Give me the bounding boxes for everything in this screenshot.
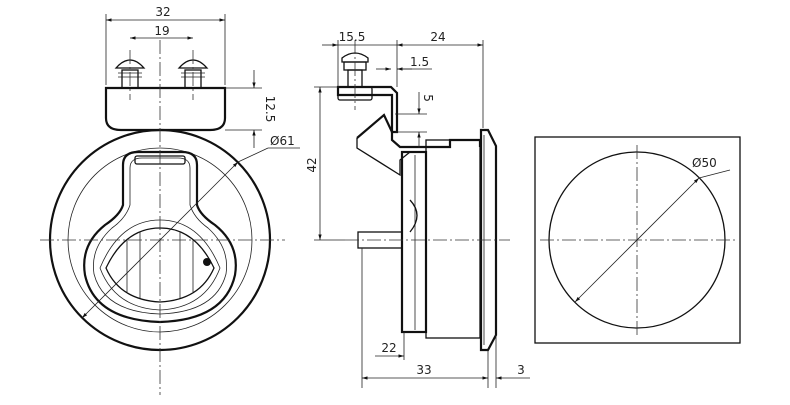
dim-screw-offset: 15.5 bbox=[339, 30, 366, 44]
dim-depth-top: 24 bbox=[430, 30, 445, 44]
dim-cutout-diameter: Ø50 bbox=[692, 156, 717, 170]
dim-height: 42 bbox=[305, 157, 319, 172]
front-view: 32 19 12.5 Ø61 bbox=[40, 5, 300, 395]
screw-left bbox=[114, 59, 146, 89]
dim-cap-height: 12.5 bbox=[263, 96, 277, 123]
panel-square bbox=[534, 136, 741, 344]
dim-flange: 3 bbox=[517, 363, 525, 377]
dim-width: 32 bbox=[155, 5, 170, 19]
rivet bbox=[203, 258, 211, 266]
dim-diameter: Ø61 bbox=[270, 134, 295, 148]
side-screw bbox=[341, 52, 369, 63]
dim-gap: 5 bbox=[421, 94, 435, 102]
dim-body: 22 bbox=[381, 341, 396, 355]
side-body bbox=[400, 150, 428, 334]
cap-body bbox=[104, 86, 227, 132]
dim-total-depth: 33 bbox=[416, 363, 431, 377]
cutout-view: Ø50 bbox=[534, 136, 741, 344]
dim-screw-spacing: 19 bbox=[154, 24, 169, 38]
dim-bracket-thickness: 1.5 bbox=[410, 55, 429, 69]
side-view: 15.5 24 1.5 5 42 22 33 3 bbox=[305, 30, 530, 388]
bracket bbox=[336, 85, 399, 134]
screw-right bbox=[177, 59, 209, 89]
